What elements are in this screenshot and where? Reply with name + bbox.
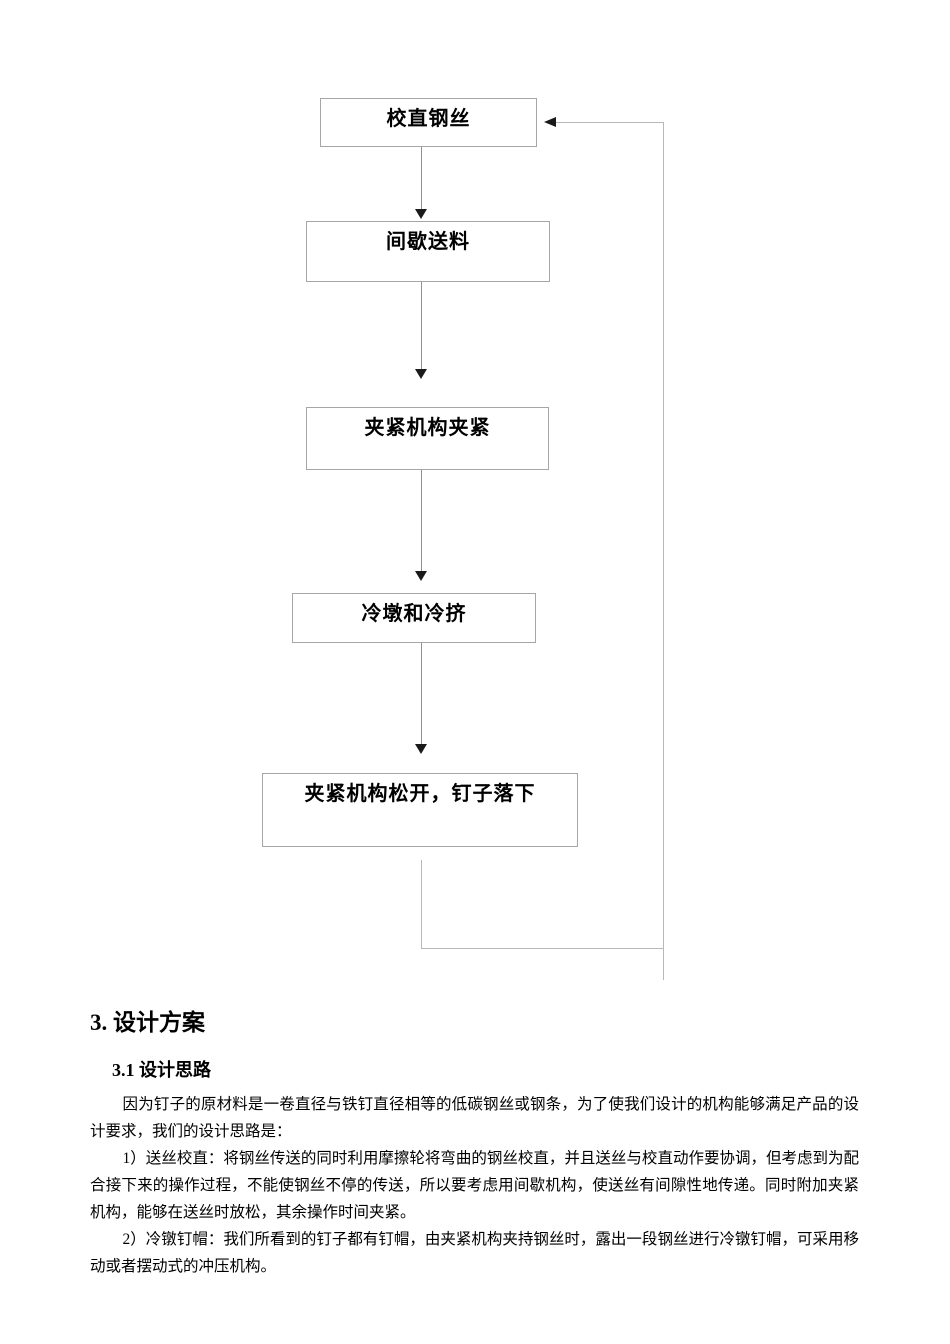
body-text: 因为钉子的原材料是一卷直径与铁钉直径相等的低碳钢丝或钢条，为了使我们设计的机构能… — [90, 1091, 859, 1280]
connector-line — [421, 147, 422, 210]
flowchart-box-cold-heading-extrusion: 冷墩和冷挤 — [292, 593, 536, 643]
connector-line — [421, 643, 422, 744]
connector-line — [421, 282, 422, 369]
arrow-down-icon — [415, 209, 427, 219]
flowchart-box-clamp-tighten: 夹紧机构夹紧 — [306, 407, 549, 470]
feedback-loop-line-down — [421, 860, 422, 948]
paragraph-feed-straighten: 1）送丝校直：将钢丝传送的同时利用摩擦轮将弯曲的钢丝校直，并且送丝与校直动作要协… — [90, 1150, 859, 1221]
flowchart-box-label: 间歇送料 — [386, 231, 470, 253]
subsection-heading: 3.1 设计思路 — [112, 1060, 211, 1080]
flowchart-box-label: 夹紧机构夹紧 — [364, 417, 491, 439]
connector-line — [421, 470, 422, 571]
flowchart-box-label: 冷墩和冷挤 — [361, 603, 467, 625]
feedback-loop-line-right — [663, 122, 664, 980]
feedback-loop-line-top — [553, 122, 663, 123]
flowchart-box-clamp-release-nail-drop: 夹紧机构松开，钉子落下 — [262, 773, 578, 847]
flowchart-box-straighten-wire: 校直钢丝 — [320, 98, 537, 147]
paragraph-intro: 因为钉子的原材料是一卷直径与铁钉直径相等的低碳钢丝或钢条，为了使我们设计的机构能… — [90, 1096, 859, 1140]
flowchart-box-intermittent-feed: 间歇送料 — [306, 221, 550, 282]
arrow-down-icon — [415, 369, 427, 379]
arrow-left-icon — [544, 117, 556, 127]
flowchart-box-label: 夹紧机构松开，钉子落下 — [304, 783, 536, 805]
feedback-loop-line-bottom — [421, 948, 664, 949]
section-heading: 3. 设计方案 — [90, 1010, 205, 1035]
arrow-down-icon — [415, 744, 427, 754]
flowchart-box-label: 校直钢丝 — [386, 108, 471, 130]
arrow-down-icon — [415, 571, 427, 581]
paragraph-cold-head: 2）冷镦钉帽：我们所看到的钉子都有钉帽，由夹紧机构夹持钢丝时，露出一段钢丝进行冷… — [90, 1231, 859, 1275]
